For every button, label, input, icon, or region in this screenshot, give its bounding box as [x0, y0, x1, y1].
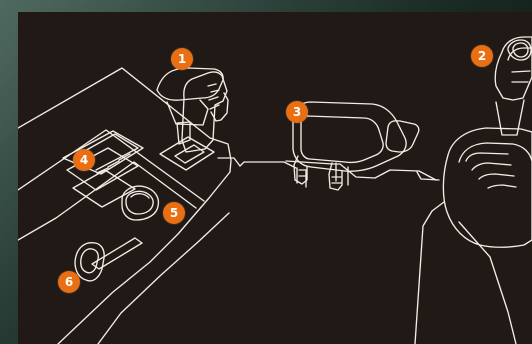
callout-5: 5 [163, 202, 185, 224]
callout-1: 1 [171, 48, 193, 70]
joystick-boot-3 [479, 174, 514, 179]
display-side [386, 121, 419, 152]
center-link-left [218, 158, 296, 168]
joystick-boot-2 [472, 163, 511, 170]
left-console-outline [18, 68, 231, 344]
display-housing [293, 102, 406, 171]
joystick-shaft [496, 100, 524, 135]
joystick-boot-4 [488, 185, 516, 188]
gear-slot-inner [175, 145, 204, 163]
knob-top [126, 191, 153, 214]
callout-6: 6 [58, 271, 80, 293]
joystick-boot-1 [466, 153, 508, 161]
lower-slot [92, 238, 142, 269]
right-armrest-line [459, 222, 516, 344]
knob-rim [131, 194, 149, 198]
switch-panel-buttons [97, 154, 130, 173]
cockpit-line-drawing [18, 12, 532, 344]
gear-slot [160, 137, 214, 170]
callout-3: 3 [286, 101, 308, 123]
joystick-handle-inner [508, 48, 532, 82]
left-console-bottom-edge [98, 213, 229, 344]
joystick-base-inner [459, 143, 532, 162]
callout-2: 2 [471, 45, 493, 67]
left-console-lower-edge [18, 162, 196, 240]
gear-lever-grip [167, 100, 208, 125]
joystick-side-edge [415, 202, 444, 344]
gear-lever-collar [177, 122, 190, 144]
lower-lever-face [81, 249, 99, 273]
diagram-panel: 1 2 3 4 5 6 [18, 12, 532, 344]
display-screen [301, 116, 383, 162]
callout-4: 4 [73, 149, 95, 171]
